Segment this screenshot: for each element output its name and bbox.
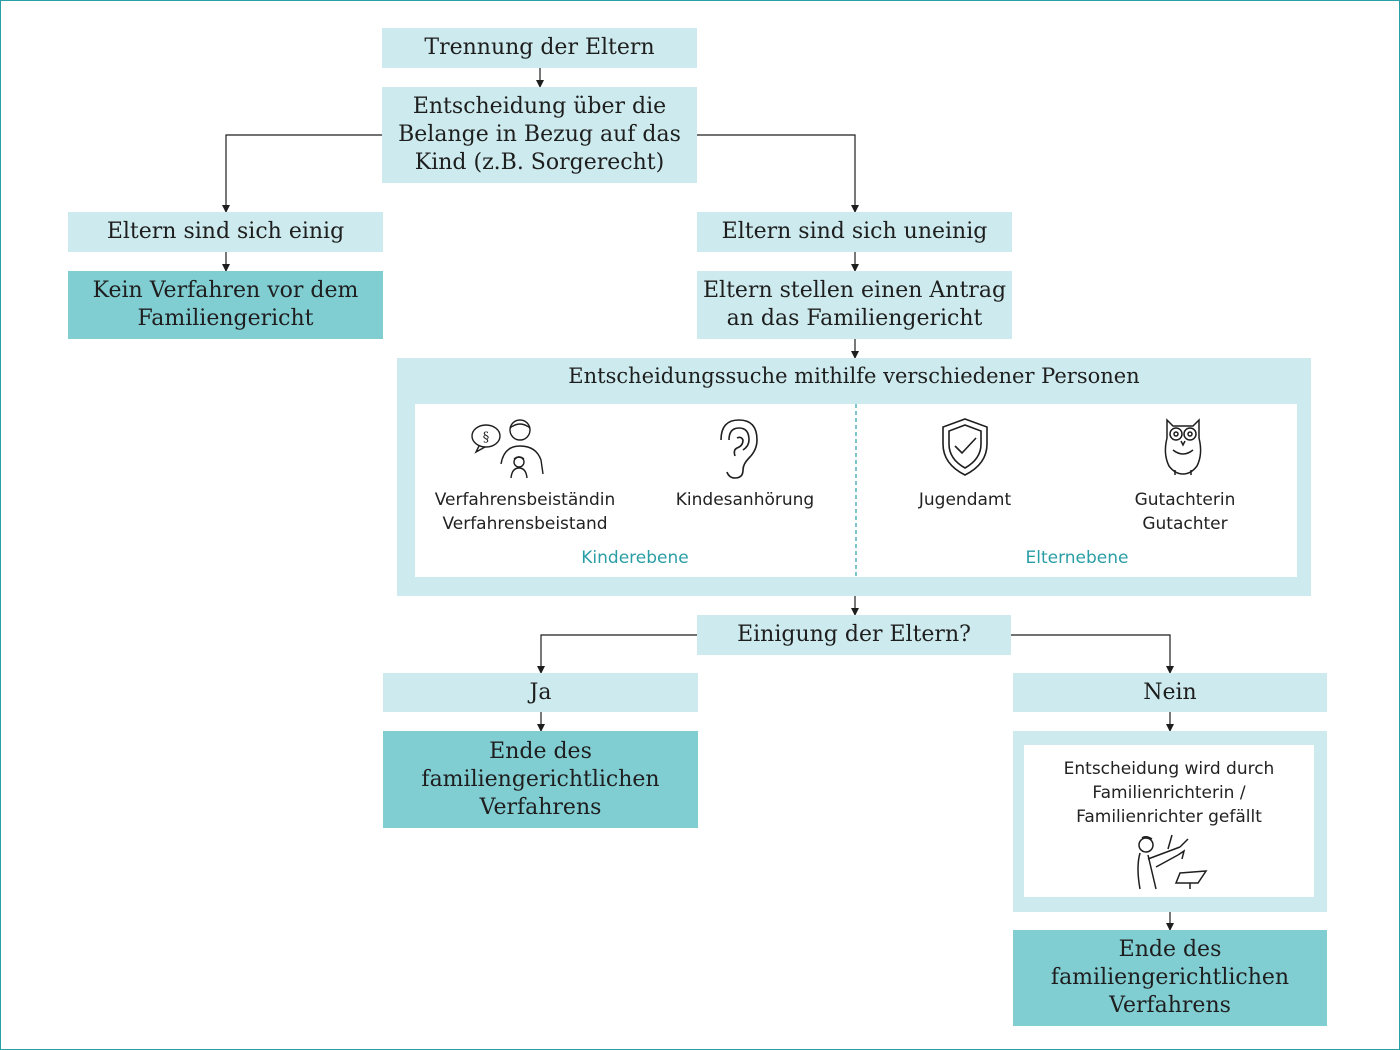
node-entscheidung: Entscheidung über die Belange in Bezug a… (382, 87, 697, 183)
person-label-verfahrensbeistand: Verfahrensbeiständin Verfahrensbeistand (434, 490, 616, 534)
person-label-gutachter: Gutachterin Gutachter (1134, 490, 1236, 534)
arrow-einigung-nein (1011, 634, 1174, 674)
judge-panel: Entscheidung wird durch Familienrichteri… (1013, 731, 1327, 912)
child-advocate-icon: § (471, 419, 544, 479)
owl-icon (1164, 418, 1202, 475)
node-ende-nein: Ende des familiengerichtlichen Verfahren… (1013, 930, 1327, 1026)
search-panel-title: Entscheidungssuche mithilfe verschiedene… (568, 364, 1140, 388)
judge-panel-inner: Entscheidung wird durch Familienrichteri… (1024, 745, 1314, 897)
arrow-entscheidung-uneinig (697, 134, 859, 213)
node-einigung: Einigung der Eltern? (697, 615, 1011, 655)
node-antrag: Eltern stellen einen Antrag an das Famil… (697, 271, 1012, 339)
svg-text:§: § (483, 430, 490, 445)
shield-check-icon (942, 418, 988, 476)
node-ja: Ja (383, 673, 698, 712)
judge-text: Entscheidung wird durch Familienrichteri… (1063, 759, 1275, 827)
ear-icon (720, 419, 758, 479)
arrow-einigung-ja (537, 634, 697, 674)
node-uneinig: Eltern sind sich uneinig (697, 212, 1012, 252)
node-ende-ja: Ende des familiengerichtlichen Verfahren… (383, 731, 698, 828)
node-nein: Nein (1013, 673, 1327, 712)
node-trennung: Trennung der Eltern (382, 28, 697, 68)
search-panel-inner: § (415, 404, 1297, 577)
node-einig: Eltern sind sich einig (68, 212, 383, 252)
search-panel: Entscheidungssuche mithilfe verschiedene… (397, 358, 1311, 596)
judge-icon (1137, 834, 1208, 890)
level-label-child: Kinderebene (581, 548, 689, 568)
level-label-parent: Elternebene (1025, 548, 1129, 568)
person-label-jugendamt: Jugendamt (918, 490, 1012, 510)
person-label-kindesanhoerung: Kindesanhörung (675, 490, 815, 510)
arrow-entscheidung-einig (222, 134, 382, 213)
level-divider (855, 404, 857, 577)
node-kein-verfahren: Kein Verfahren vor dem Familiengericht (68, 271, 383, 339)
